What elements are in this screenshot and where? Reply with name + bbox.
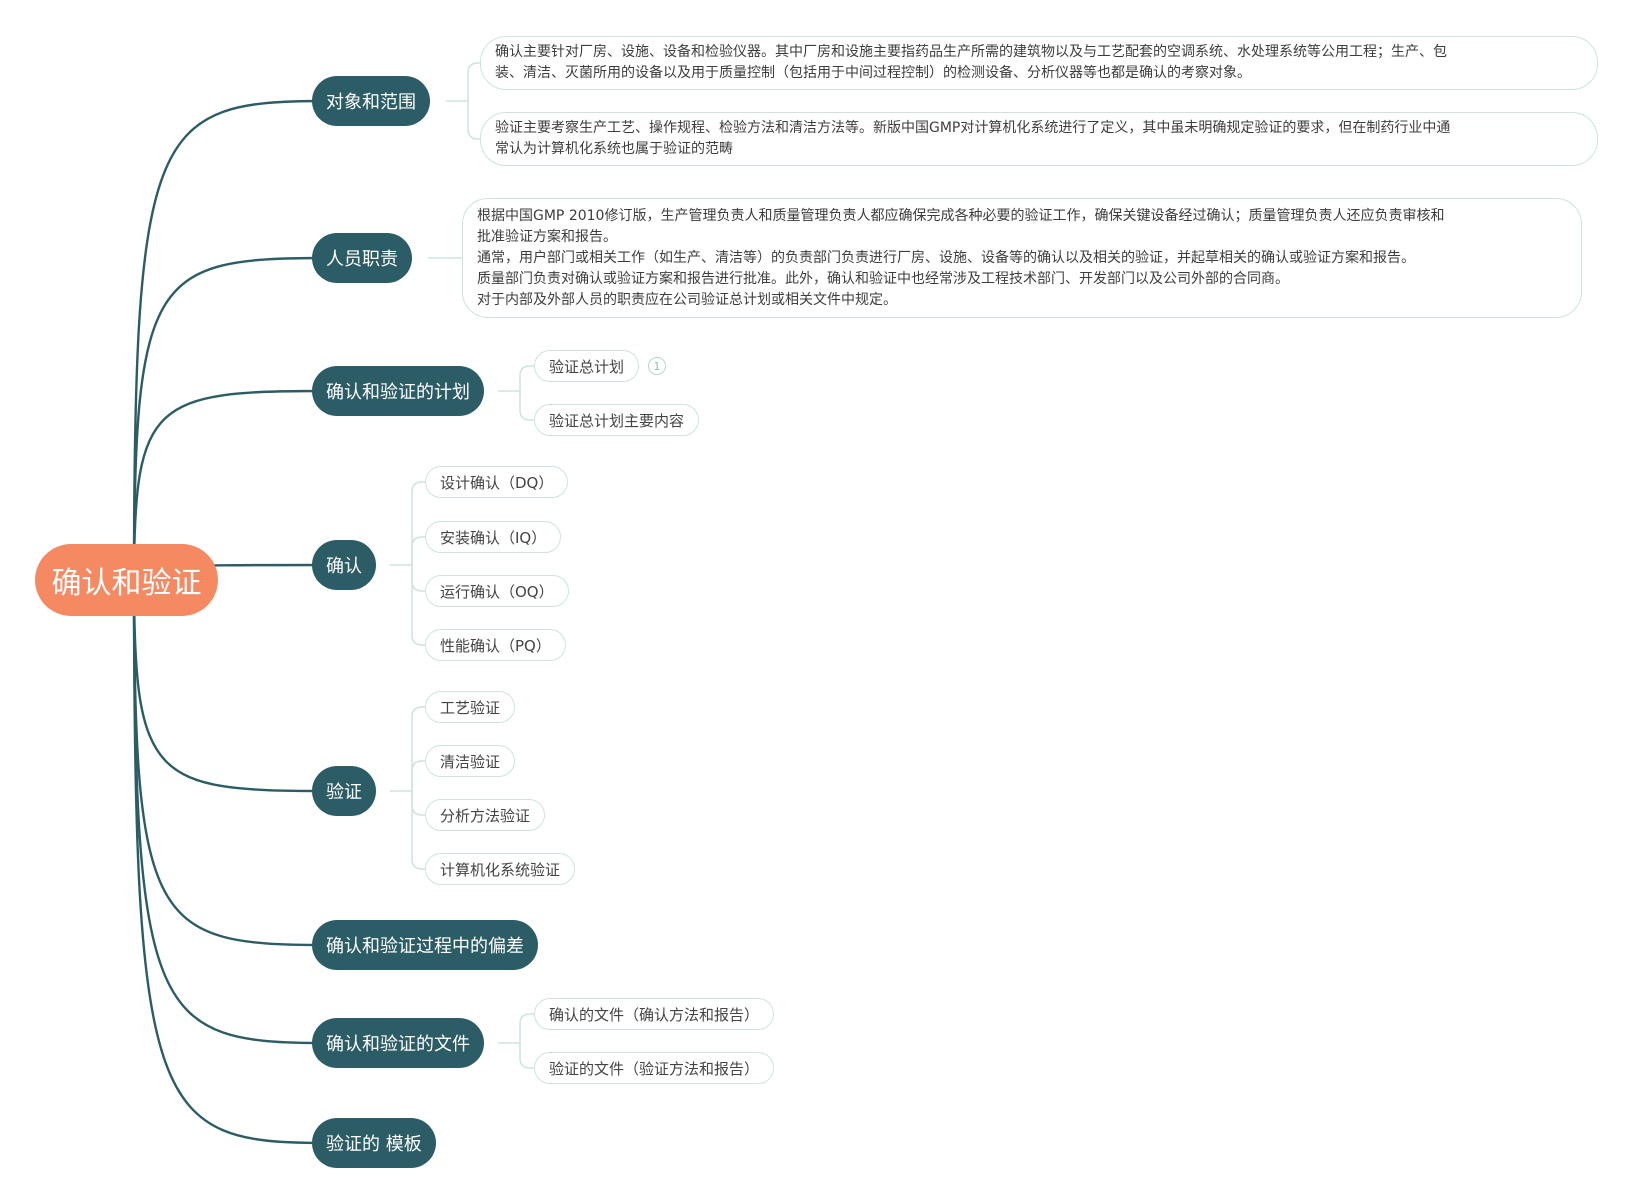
branch-label: 验证的 模板 (326, 1134, 422, 1155)
note-line: 根据中国GMP 2010修订版，生产管理负责人和质量管理负责人都应确保完成各种必… (477, 207, 1445, 224)
leaf-validation-documents[interactable]: 验证的文件（验证方法和报告） (534, 1052, 775, 1084)
note-scope-validation[interactable]: 验证主要考察生产工艺、操作规程、检验方法和清洁方法等。新版中国GMP对计算机化系… (480, 112, 1598, 166)
branch-label: 确认 (326, 556, 362, 577)
leaf-qualification-documents[interactable]: 确认的文件（确认方法和报告） (534, 998, 775, 1030)
leaf-label: 验证总计划主要内容 (549, 411, 685, 430)
leaf-process-validation[interactable]: 工艺验证 (425, 691, 516, 723)
scope-bracket-child (467, 62, 492, 101)
leaf-label: 设计确认（DQ） (440, 473, 554, 492)
branch-documents[interactable]: 确认和验证的文件 (312, 1018, 484, 1068)
documents-bracket-child (519, 1013, 544, 1043)
plan-bracket-child (519, 365, 544, 391)
branch-qualification[interactable]: 确认 (312, 540, 376, 590)
note-line: 常认为计算机化系统也属于验证的范畴 (495, 141, 733, 157)
leaf-label: 验证总计划 (549, 357, 625, 376)
leaf-label: 清洁验证 (440, 752, 501, 771)
note-line: 通常，用户部门或相关工作（如生产、清洁等）的负责部门负责进行厂房、设施、设备等的… (477, 249, 1415, 266)
branch-scope[interactable]: 对象和范围 (312, 76, 430, 126)
leaf-dq[interactable]: 设计确认（DQ） (425, 466, 569, 498)
branch-label: 确认和验证的文件 (326, 1034, 470, 1055)
branch-connector (132, 389, 326, 581)
leaf-label: 分析方法验证 (440, 806, 531, 825)
qualification-bracket-child (411, 481, 436, 565)
leaf-iq[interactable]: 安装确认（IQ） (425, 521, 562, 553)
qualification-bracket-child (411, 565, 436, 646)
note-line: 批准验证方案和报告。 (477, 228, 617, 245)
branch-plan[interactable]: 确认和验证的计划 (312, 366, 484, 416)
note-line: 验证主要考察生产工艺、操作规程、检验方法和清洁方法等。新版中国GMP对计算机化系… (495, 120, 1451, 136)
leaf-analytical-validation[interactable]: 分析方法验证 (425, 799, 546, 831)
note-line: 对于内部及外部人员的职责应在公司验证总计划或相关文件中规定。 (477, 291, 897, 308)
leaf-master-plan[interactable]: 验证总计划 (534, 350, 640, 382)
branch-connector (132, 99, 326, 581)
leaf-label: 工艺验证 (440, 698, 501, 717)
branch-duties[interactable]: 人员职责 (312, 233, 412, 283)
documents-bracket-child (519, 1043, 544, 1069)
branch-label: 确认和验证过程中的偏差 (326, 936, 524, 957)
leaf-label: 计算机化系统验证 (440, 860, 561, 879)
leaf-computer-validation[interactable]: 计算机化系统验证 (425, 853, 576, 885)
note-scope-qualification[interactable]: 确认主要针对厂房、设施、设备和检验仪器。其中厂房和设施主要指药品生产所需的建筑物… (480, 36, 1598, 90)
leaf-pq[interactable]: 性能确认（PQ） (425, 629, 566, 661)
validation-bracket-child (411, 760, 436, 791)
note-count-badge[interactable]: 1 (648, 357, 666, 375)
note-line: 装、清洁、灭菌所用的设备以及用于质量控制（包括用于中间过程控制）的检测设备、分析… (495, 65, 1251, 81)
branch-validation[interactable]: 验证 (312, 766, 376, 816)
leaf-master-plan-content[interactable]: 验证总计划主要内容 (534, 404, 700, 436)
validation-bracket-child (411, 791, 436, 870)
note-line: 质量部门负责对确认或验证方案和报告进行批准。此外，确认和验证中也经常涉及工程技术… (477, 270, 1289, 287)
leaf-label: 性能确认（PQ） (440, 636, 551, 655)
note-line: 确认主要针对厂房、设施、设备和检验仪器。其中厂房和设施主要指药品生产所需的建筑物… (495, 44, 1447, 60)
leaf-cleaning-validation[interactable]: 清洁验证 (425, 745, 516, 777)
branch-label: 对象和范围 (326, 92, 416, 113)
branch-label: 人员职责 (326, 249, 398, 270)
validation-bracket-child (411, 706, 436, 791)
root-label: 确认和验证 (51, 566, 202, 601)
note-duties[interactable]: 根据中国GMP 2010修订版，生产管理负责人和质量管理负责人都应确保完成各种必… (462, 198, 1582, 318)
branch-label: 验证 (326, 782, 362, 803)
plan-bracket-child (519, 391, 544, 421)
leaf-label: 验证的文件（验证方法和报告） (549, 1059, 760, 1078)
leaf-label: 安装确认（IQ） (440, 528, 547, 547)
qualification-bracket-child (411, 536, 436, 565)
branch-connector (132, 579, 326, 947)
branch-template[interactable]: 验证的 模板 (312, 1118, 436, 1168)
branch-connector (132, 579, 326, 1045)
branch-deviation[interactable]: 确认和验证过程中的偏差 (312, 920, 538, 970)
leaf-label: 确认的文件（确认方法和报告） (549, 1005, 760, 1024)
scope-bracket-child (467, 101, 492, 140)
leaf-label: 运行确认（OQ） (440, 582, 554, 601)
leaf-oq[interactable]: 运行确认（OQ） (425, 575, 569, 607)
root-node[interactable]: 确认和验证 (35, 544, 218, 616)
branch-connector (132, 256, 326, 581)
branch-label: 确认和验证的计划 (326, 382, 470, 403)
branch-connector (132, 579, 326, 1145)
